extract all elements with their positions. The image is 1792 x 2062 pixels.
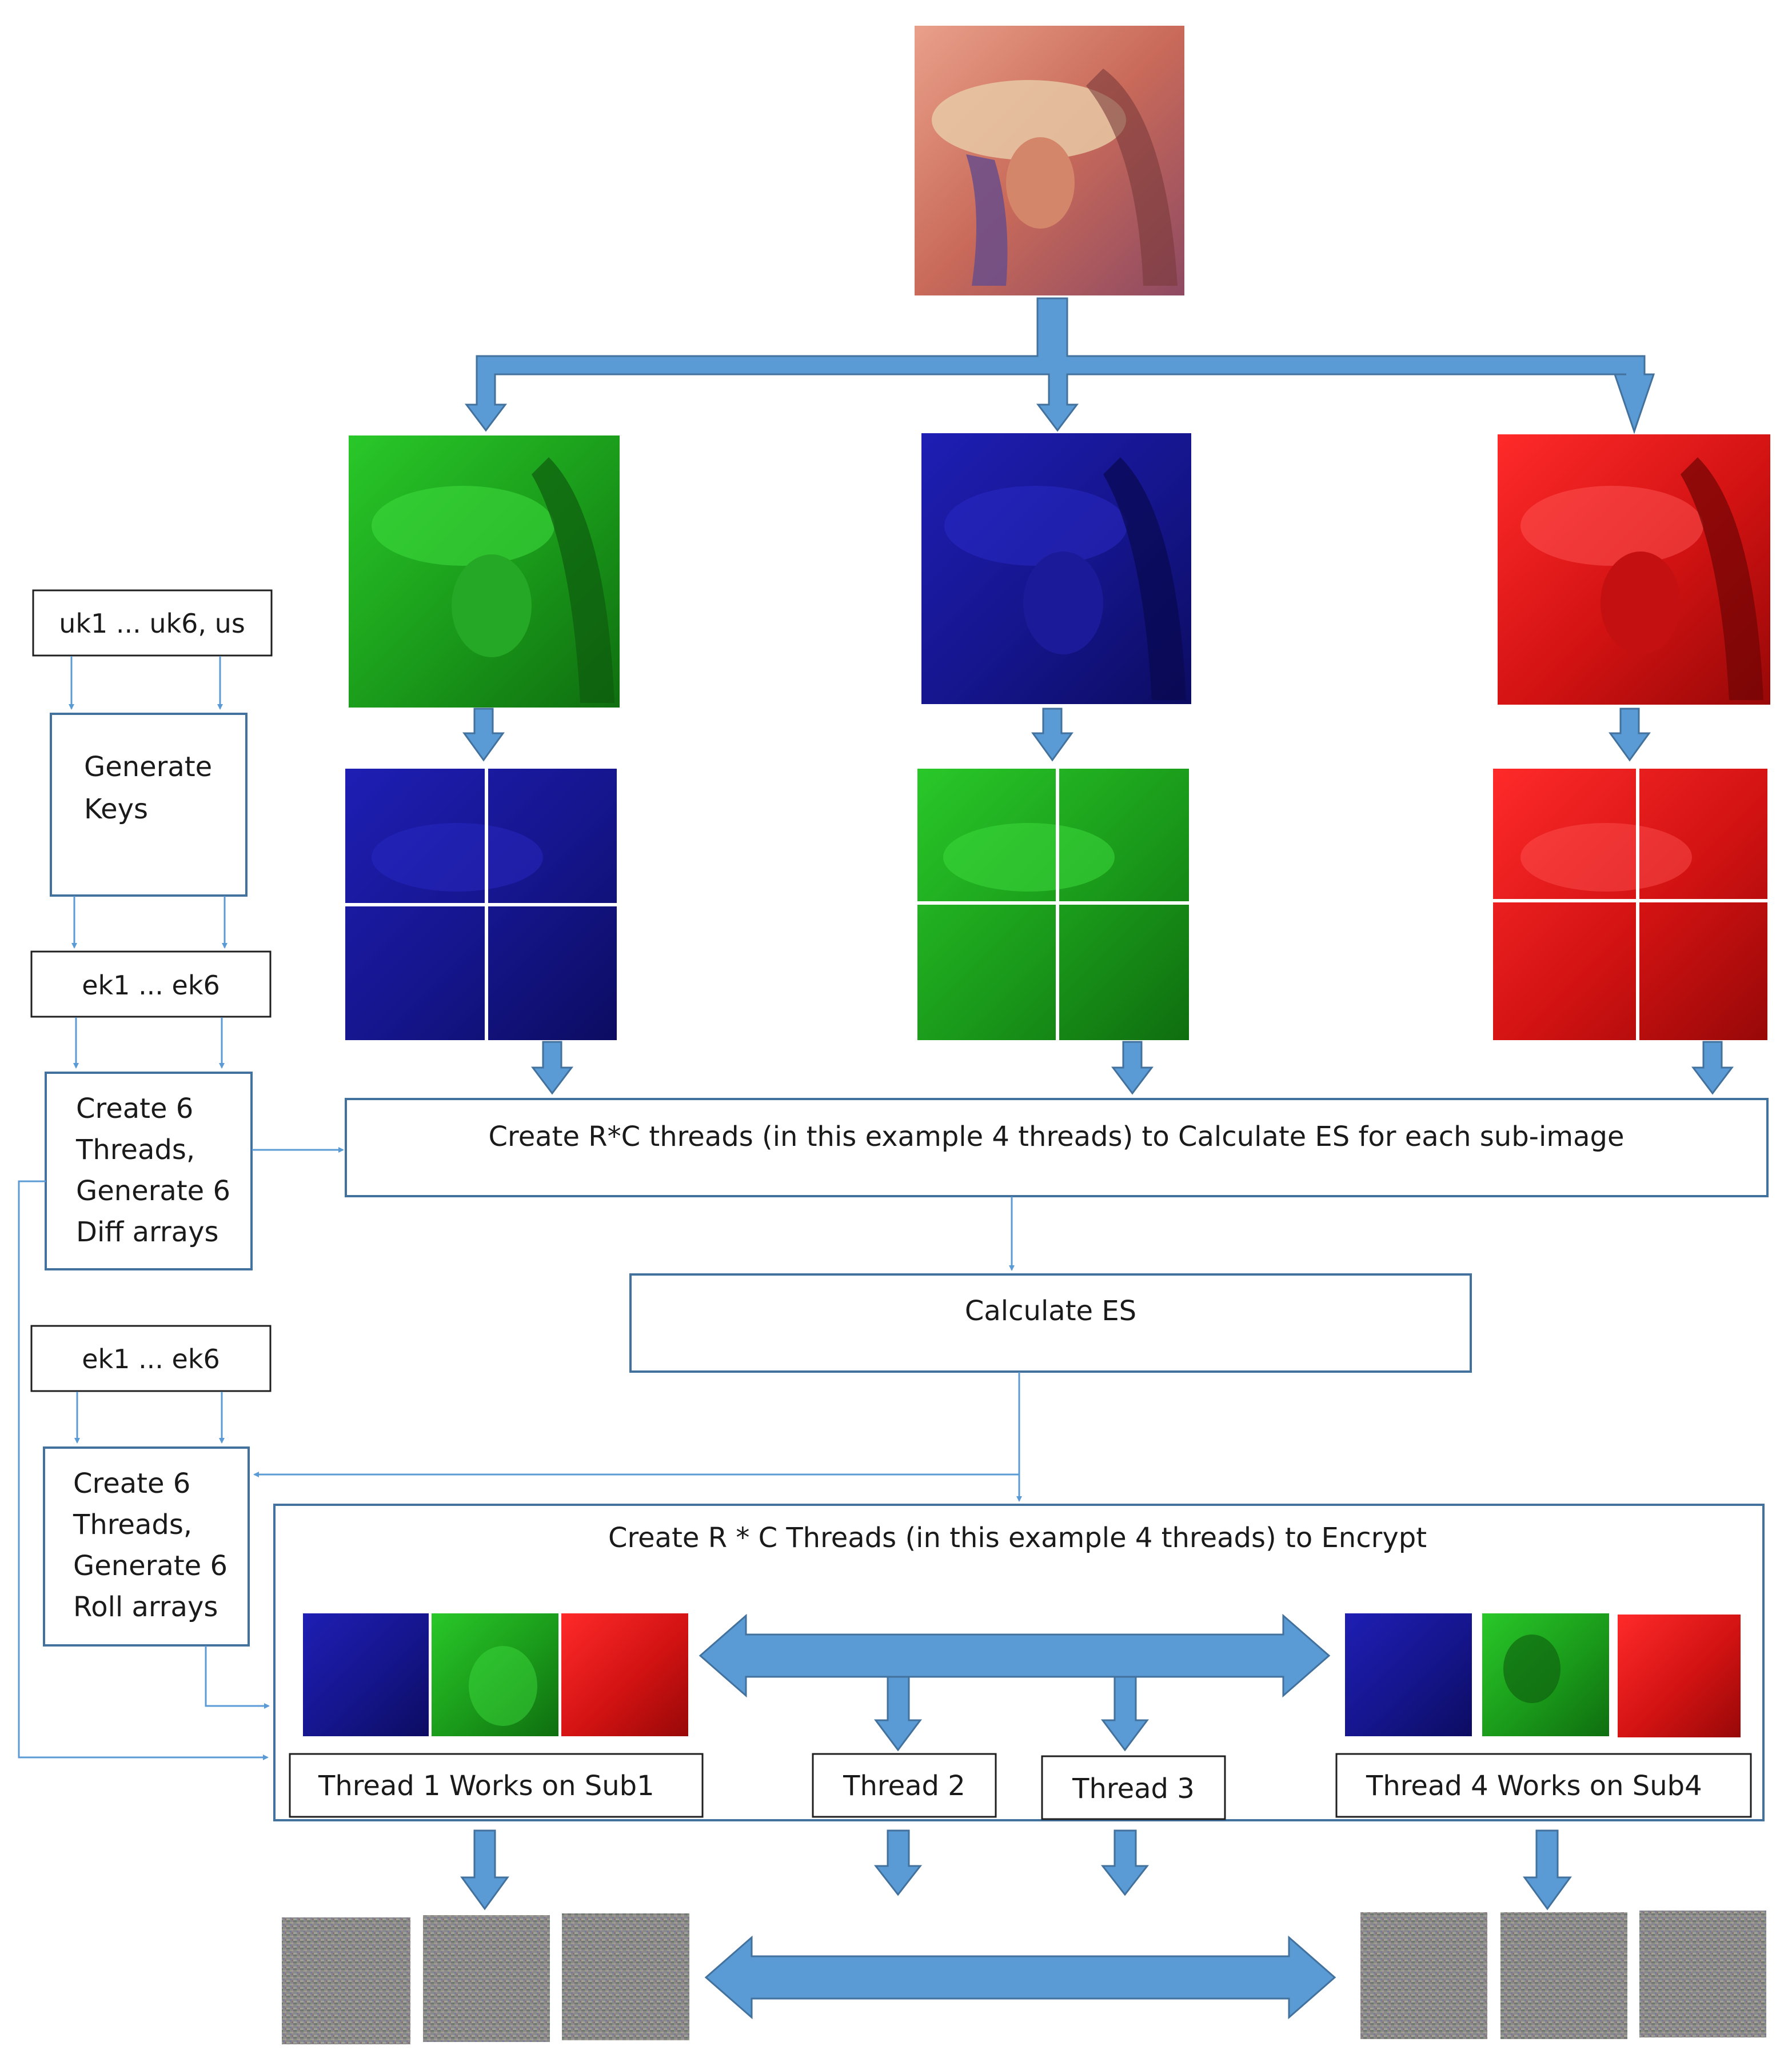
ek-to-roll-arrows xyxy=(74,1392,225,1444)
red-channel-image xyxy=(1498,434,1770,705)
thread3-label: Thread 3 xyxy=(1072,1773,1195,1805)
sub1-channel-strip xyxy=(303,1613,688,1736)
sub4-channel-strip xyxy=(1345,1613,1741,1737)
generate-keys-line-1: Generate xyxy=(84,751,212,783)
encrypt-output-arrows xyxy=(460,1829,1572,1911)
green-channel-image xyxy=(349,435,620,708)
user-keys-to-generate-arrows xyxy=(69,656,223,710)
user-keys-label: uk1 ... uk6, us xyxy=(59,608,245,639)
parallel-threads-double-arrow xyxy=(699,1613,1331,1752)
diff-to-encrypt-connector xyxy=(18,1180,269,1760)
split-channel-block-arrow xyxy=(464,297,1655,434)
green-split-image xyxy=(917,769,1189,1040)
encrypted-sub1-tiles xyxy=(282,1913,689,2044)
thread2-label: Thread 2 xyxy=(843,1770,965,1802)
thread2-box: Thread 2 xyxy=(812,1753,997,1818)
create-roll-line-4: Roll arrays xyxy=(73,1591,218,1623)
blue-channel-image xyxy=(921,433,1191,704)
create-diff-threads-box: Create 6 Threads, Generate 6 Diff arrays xyxy=(45,1072,253,1270)
enc-keys-box-2: ek1 ... ek6 xyxy=(30,1325,272,1392)
split-to-es-arrows xyxy=(530,1041,1734,1095)
enc-keys-label-1: ek1 ... ek6 xyxy=(82,970,220,1001)
thread4-box: Thread 4 Works on Sub4 xyxy=(1335,1753,1752,1818)
enc-keys-label-2: ek1 ... ek6 xyxy=(82,1344,220,1374)
original-color-image xyxy=(915,26,1184,295)
calculate-es-label: Calculate ES xyxy=(965,1295,1136,1327)
es-threads-label: Create R*C threads (in this example 4 th… xyxy=(489,1121,1625,1153)
thread3-box: Thread 3 xyxy=(1041,1755,1226,1820)
create-roll-line-2: Threads, xyxy=(73,1509,192,1541)
calculate-es-box: Calculate ES xyxy=(629,1273,1472,1373)
ek-to-diff-arrows xyxy=(73,1017,225,1069)
roll-to-encrypt-connector xyxy=(205,1646,270,1709)
enc-keys-box-1: ek1 ... ek6 xyxy=(30,950,272,1018)
es-threads-box: Create R*C threads (in this example 4 th… xyxy=(345,1098,1769,1197)
user-keys-box: uk1 ... uk6, us xyxy=(32,589,273,657)
blue-split-image xyxy=(345,769,617,1040)
create-diff-line-1: Create 6 xyxy=(76,1093,193,1125)
thread1-box: Thread 1 Works on Sub1 xyxy=(289,1753,704,1818)
encrypt-threads-label: Create R * C Threads (in this example 4 … xyxy=(608,1522,1427,1554)
thread4-label: Thread 4 Works on Sub4 xyxy=(1366,1770,1702,1802)
encrypted-sub4-tiles xyxy=(1360,1911,1766,2039)
calculate-es-to-encrypt-arrows xyxy=(253,1372,1022,1502)
generate-to-ek-arrows xyxy=(71,896,228,949)
thread1-label: Thread 1 Works on Sub1 xyxy=(318,1770,654,1802)
generate-keys-line-2: Keys xyxy=(84,793,148,825)
create-diff-line-3: Generate 6 xyxy=(76,1175,230,1207)
create-roll-line-3: Generate 6 xyxy=(73,1550,228,1582)
create-diff-line-2: Threads, xyxy=(75,1134,195,1166)
create-diff-line-4: Diff arrays xyxy=(76,1216,219,1248)
red-split-image xyxy=(1493,769,1767,1040)
channel-to-split-arrows xyxy=(462,708,1651,762)
create-roll-line-1: Create 6 xyxy=(73,1468,190,1500)
encrypted-parallel-double-arrow xyxy=(704,1935,1336,2020)
create-roll-threads-box: Create 6 Threads, Generate 6 Roll arrays xyxy=(43,1446,250,1647)
generate-keys-box: Generate Keys xyxy=(50,713,248,897)
